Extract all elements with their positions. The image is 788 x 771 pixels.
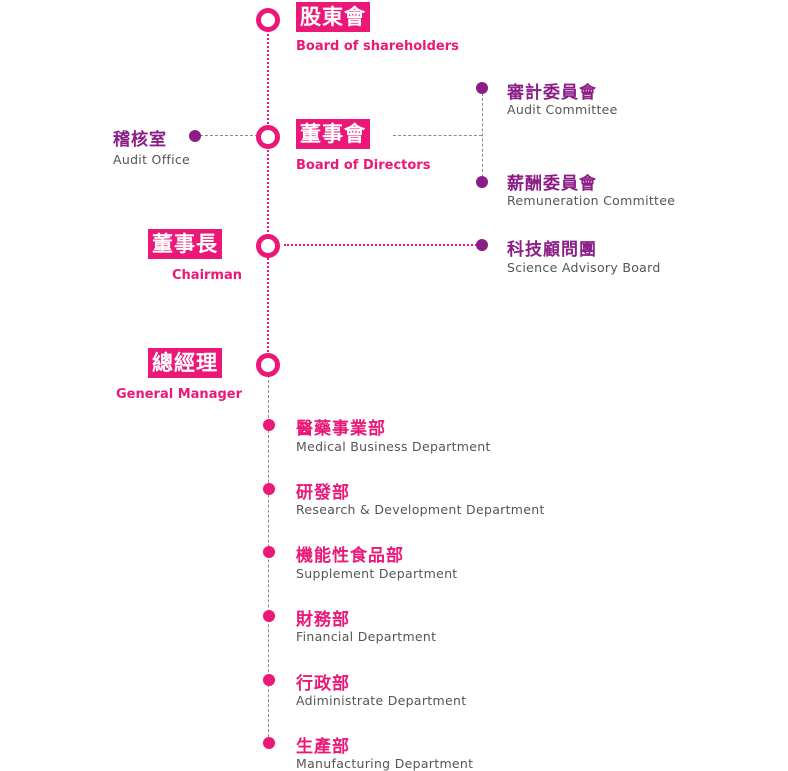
- audit-office-connector: [200, 135, 258, 136]
- department-node-icon: [263, 483, 275, 495]
- main-spine-line: [267, 27, 269, 363]
- department-title: 醫藥事業部: [296, 419, 386, 439]
- department-node-icon: [263, 674, 275, 686]
- department-spine-line: [268, 375, 269, 747]
- science-board-subtitle: Science Advisory Board: [507, 260, 661, 275]
- committee-connector: [393, 135, 482, 136]
- science-board-node-icon: [476, 239, 488, 251]
- department-subtitle: Financial Department: [296, 629, 437, 644]
- chairman-node-icon: [256, 234, 280, 258]
- department-node-icon: [263, 610, 275, 622]
- department-node-icon: [263, 737, 275, 749]
- department-node-icon: [263, 546, 275, 558]
- remuneration-committee-subtitle: Remuneration Committee: [507, 193, 676, 208]
- general-manager-node-icon: [256, 353, 280, 377]
- department-node-icon: [263, 419, 275, 431]
- department-subtitle: Research & Development Department: [296, 502, 545, 517]
- shareholders-node-icon: [256, 8, 280, 32]
- department-subtitle: Manufacturing Department: [296, 756, 474, 771]
- audit-committee-node-icon: [476, 82, 488, 94]
- board-title: 董事會: [296, 119, 370, 149]
- department-subtitle: Medical Business Department: [296, 439, 491, 454]
- general-manager-subtitle: General Manager: [116, 387, 242, 402]
- audit-office-node-icon: [189, 130, 201, 142]
- department-subtitle: Supplement Department: [296, 566, 458, 581]
- shareholders-subtitle: Board of shareholders: [296, 39, 459, 54]
- department-subtitle: Adiministrate Department: [296, 693, 467, 708]
- audit-office-subtitle: Audit Office: [113, 152, 191, 167]
- shareholders-title: 股東會: [296, 2, 370, 32]
- chairman-title: 董事長: [148, 229, 222, 259]
- department-title: 機能性食品部: [296, 546, 404, 566]
- committee-branch-line: [482, 88, 483, 182]
- board-node-icon: [256, 125, 280, 149]
- department-title: 研發部: [296, 483, 350, 503]
- audit-office-title: 稽核室: [113, 130, 167, 150]
- chairman-subtitle: Chairman: [172, 268, 243, 283]
- science-board-title: 科技顧問團: [507, 240, 597, 260]
- department-title: 行政部: [296, 674, 350, 694]
- remuneration-committee-title: 薪酬委員會: [507, 174, 597, 194]
- department-title: 生產部: [296, 737, 350, 757]
- general-manager-title: 總經理: [148, 348, 222, 378]
- board-subtitle: Board of Directors: [296, 158, 431, 173]
- audit-committee-subtitle: Audit Committee: [507, 102, 618, 117]
- science-board-connector: [284, 244, 480, 246]
- department-title: 財務部: [296, 610, 350, 630]
- audit-committee-title: 審計委員會: [507, 83, 597, 103]
- remuneration-committee-node-icon: [476, 176, 488, 188]
